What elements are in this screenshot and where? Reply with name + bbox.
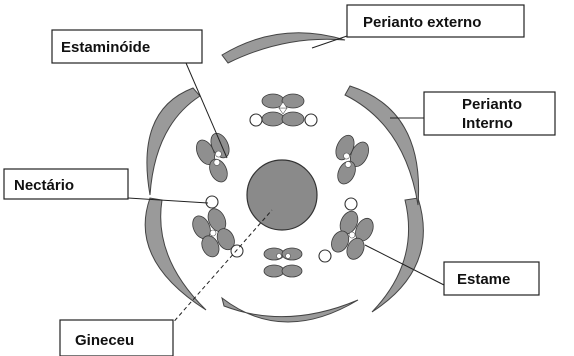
- stamen-lower-left: [189, 206, 238, 260]
- inner-tepal-left: [147, 88, 200, 195]
- outer-tepal-right: [372, 198, 423, 312]
- stamen-lower-right: [328, 208, 377, 262]
- label-perianto-interno-line2: Interno: [462, 115, 513, 132]
- label-gineceu-text: Gineceu: [75, 332, 134, 349]
- label-nectario: Nectário: [4, 169, 128, 199]
- label-perianto-interno: Perianto Interno: [424, 92, 555, 135]
- staminode-left: [193, 130, 242, 186]
- inner-tepal-bottom: [222, 298, 358, 322]
- gynoecium: [247, 160, 317, 230]
- label-estaminoide-text: Estaminóide: [61, 39, 150, 56]
- label-gineceu: Gineceu: [60, 320, 173, 356]
- staminode-right: [323, 132, 372, 188]
- nectary: [319, 250, 331, 262]
- nectary: [206, 196, 218, 208]
- label-nectario-text: Nectário: [14, 177, 74, 194]
- nectary: [250, 114, 262, 126]
- label-estaminoide: Estaminóide: [52, 30, 202, 63]
- leader-nectario: [128, 198, 208, 203]
- stamen-bottom: [264, 248, 302, 277]
- label-estame: Estame: [444, 262, 539, 295]
- label-estame-text: Estame: [457, 271, 510, 288]
- nectary: [345, 198, 357, 210]
- label-perianto-externo-text: Perianto externo: [363, 14, 481, 31]
- outer-tepal-top: [222, 33, 345, 63]
- label-perianto-interno-line1: Perianto: [462, 96, 522, 113]
- nectary: [305, 114, 317, 126]
- stamen-top: [262, 94, 304, 126]
- outer-tepal-left: [145, 198, 206, 310]
- label-perianto-externo: Perianto externo: [347, 5, 524, 37]
